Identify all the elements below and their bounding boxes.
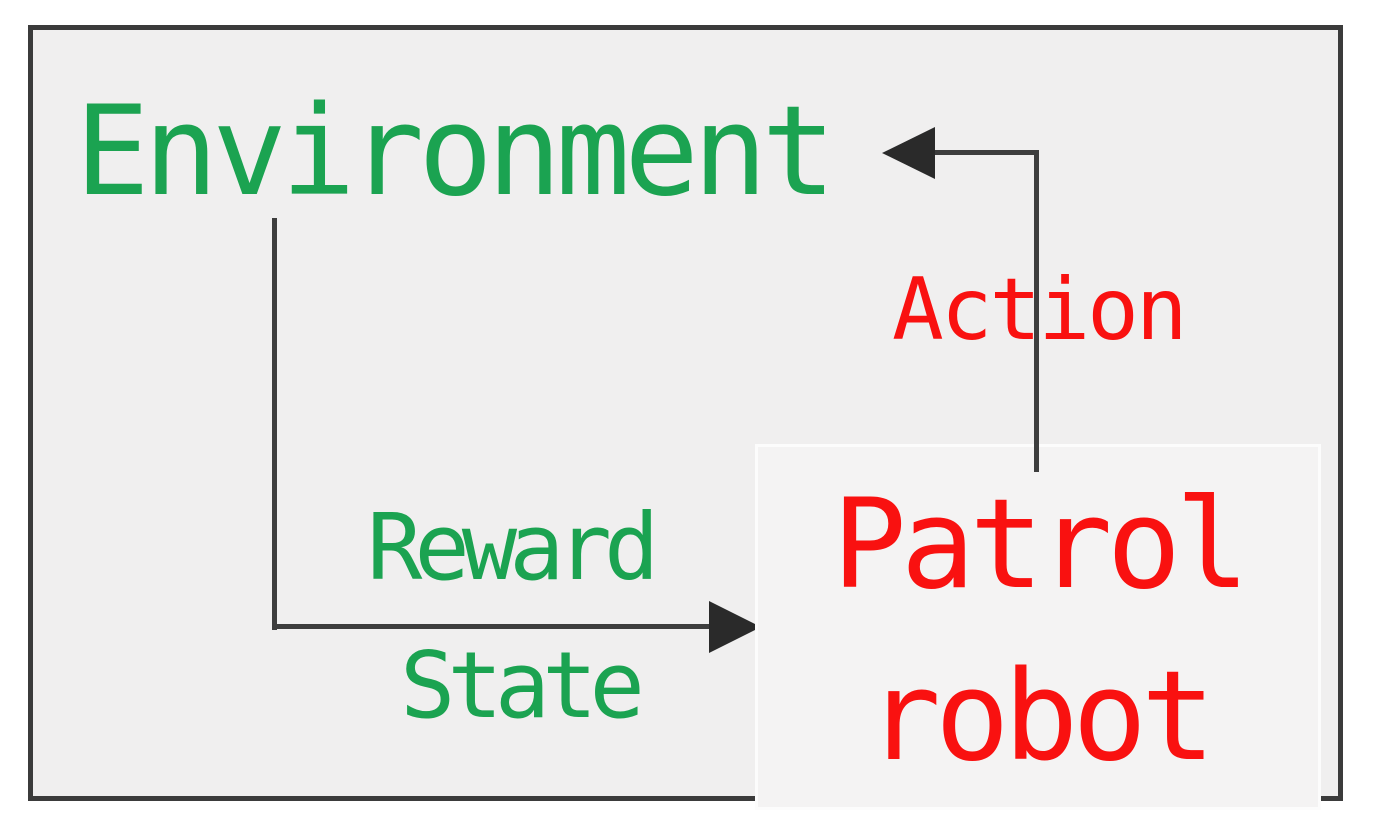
action-connector-horizontal: [932, 150, 1038, 155]
diagram-frame: Environment Reward State Patrol robot Ac…: [28, 25, 1343, 810]
arrowhead-left-icon: [882, 127, 935, 179]
patrol-robot-node: Patrol robot: [755, 444, 1321, 810]
reward-edge-label: Reward: [367, 494, 659, 601]
arrowhead-right-icon: [709, 601, 761, 653]
environment-node-label: Environment: [75, 80, 836, 224]
state-edge-label: State: [400, 632, 645, 739]
action-edge-label: Action: [892, 260, 1188, 360]
patrol-robot-label-line1: Patrol: [832, 473, 1250, 617]
state-reward-connector-vertical: [272, 218, 277, 630]
state-reward-connector-horizontal: [272, 624, 712, 629]
action-connector-vertical: [1034, 150, 1039, 472]
patrol-robot-label-line2: robot: [866, 645, 1215, 789]
